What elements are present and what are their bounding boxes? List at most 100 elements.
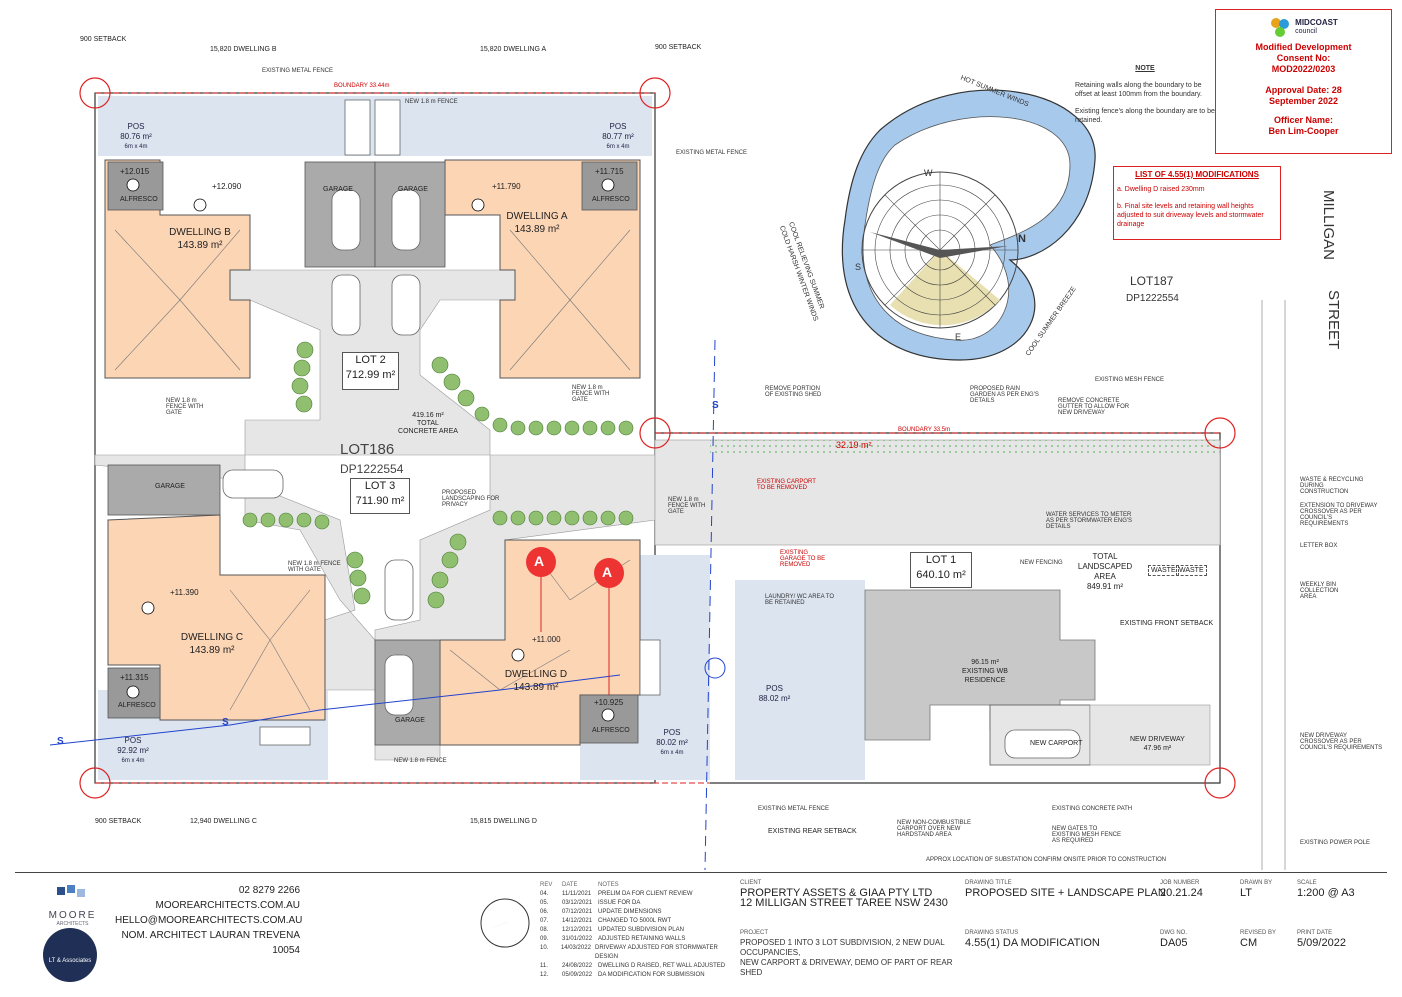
firm-sub: ARCHITECTS [56,921,89,927]
lot187-dp: DP1222554 [1126,293,1179,304]
level-a: +11.790 [492,182,521,191]
pos-c-area: 92.92 m² [117,746,149,755]
level-c-alfresco: +11.315 [120,673,149,682]
callout-remove-shed: REMOVE PORTION OF EXISTING SHED [765,386,822,398]
boundary-mid-label: BOUNDARY 33.5m [898,427,951,433]
firm-logo: MOORE ARCHITECTS [40,883,105,927]
callout-new-fence-2: NEW 1.8 m FENCE [394,758,447,764]
waste-bin-1: WASTE [1148,565,1179,576]
pos-lot1-title: POS [766,684,783,693]
wind-compass [841,89,1096,361]
drawing-status: 4.55(1) DA MODIFICATION [965,937,1100,949]
dim-top-b: 15,820 DWELLING B [210,46,277,53]
dwg-cell: DWG NO. DA05 [1160,928,1188,949]
revision-date: 07/12/2021 [562,909,593,915]
dwelling-b-label: DWELLING B 143.89 m² [160,226,240,252]
marker-a-2: A [602,564,613,580]
revision-row: 07. 14/12/2021 CHANGED TO 5000L RWT [540,917,735,926]
revision-no: 04. [540,891,549,897]
firm-web: MOOREARCHITECTS.COM.AU [155,900,300,911]
drawn-cell: DRAWN BY LT [1240,878,1272,899]
council-sub: council [1295,28,1317,35]
compass-e: E [955,332,962,342]
dwelling-a-area: 143.89 m² [514,224,560,235]
revision-date: 11/11/2021 [562,891,592,897]
associates-name: LT & Associates [48,958,92,964]
waste-bin-2: WASTE [1176,565,1207,576]
callout-remove-gutter: REMOVE CONCRETE GUTTER TO ALLOW FOR NEW … [1058,398,1130,416]
alfresco-d-label: ALFRESCO [592,727,630,734]
garage-d-label: GARAGE [395,717,425,724]
existing-residence-area: 96.15 m² [971,659,999,666]
street-type: STREET [1325,290,1342,350]
dwelling-d-label: DWELLING D 143.89 m² [496,668,576,694]
callout-proposed-landscaping: PROPOSED LANDSCAPING FOR PRIVACY [442,490,500,508]
callout-fence-gate-3: NEW 1.8 m FENCE WITH GATE [288,561,341,573]
date-cell: PRINT DATE 5/09/2022 [1297,928,1346,949]
revision-note: UPDATE DIMENSIONS [598,909,662,915]
revised-by: CM [1240,937,1258,949]
revision-date: 31/01/2022 [562,936,593,942]
status-key: DRAWING STATUS [965,930,1019,936]
callout-weekly-bin: WEEKLY BIN COLLECTION AREA [1300,582,1339,600]
dwg-key: DWG NO. [1160,930,1187,936]
job-number: 20.21.24 [1160,887,1203,899]
concrete-area-text: TOTAL CONCRETE AREA [398,420,458,435]
revision-no: 07. [540,918,549,924]
rain-garden [710,440,1220,456]
note-line-2: Existing fence's along the boundary are … [1075,108,1215,124]
dim-setback-right: 900 SETBACK [655,44,702,51]
level-d-alfresco: +10.925 [594,698,624,707]
dwg-number: DA05 [1160,937,1188,949]
dim-bottom-setback: 900 SETBACK [95,818,142,825]
lot3-area: 711.90 m² [355,495,405,507]
alfresco-c-label: ALFRESCO [118,702,156,709]
revision-note: DWELLING D RAISED, RET WALL ADJUSTED [598,963,726,969]
dwelling-b-name: DWELLING B [169,227,231,238]
scale-cell: SCALE 1:200 @ A3 [1297,878,1355,899]
dim-top-a: 15,820 DWELLING A [480,46,547,53]
level-b: +12.090 [212,182,242,191]
revision-note: DA MODIFICATION FOR SUBMISSION [598,972,705,978]
callout-extension-driveway: EXTENSION TO DRIVEWAY CROSSOVER AS PER C… [1300,503,1378,527]
dim-bottom-c: 12,940 DWELLING C [190,818,257,825]
compass-w: W [924,168,933,178]
sewer-line [49,674,621,746]
callout-existing-metal-fence-2: EXISTING METAL FENCE [676,150,748,156]
callout-existing-metal-fence: EXISTING METAL FENCE [262,68,334,74]
garage-c [107,464,221,516]
revision-date: 14/12/2021 [562,918,593,924]
pos-d-area: 80.02 m² [656,738,688,747]
callout-letter-box: LETTER BOX [1300,543,1338,549]
dwelling-d-area: 143.89 m² [513,682,559,693]
council-logo: MIDCOAST council [1216,16,1391,38]
alfresco-a-label: ALFRESCO [592,196,630,203]
pos-d-dim: 6m x 4m [660,750,684,756]
firm-email: HELLO@MOOREARCHITECTS.COM.AU [115,915,303,926]
revision-no: 12. [540,972,549,978]
callout-carport: NEW NON-COMBUSTIBLE CARPORT OVER NEW HAR… [897,820,972,838]
dwelling-a-name: DWELLING A [506,211,568,222]
dwelling-c-footprint [107,514,326,721]
garage-c-label: GARAGE [155,483,185,490]
revision-note: UPDATED SUBDIVISION PLAN [598,927,684,933]
hedge-planting [242,341,634,609]
revision-note: CHANGED TO 5000L RWT [598,918,672,924]
lot2-label: LOT 2 [355,354,386,366]
sewer-label-2: S [222,717,229,728]
landscaped-area-value: 849.91 m² [1086,582,1124,591]
concrete-area-value: 419.16 m² [412,412,444,419]
pos-b-area: 80.76 m² [120,132,152,141]
pos-b-title: POS [127,122,145,131]
revision-no: 09. [540,936,549,942]
stamp-line-2: Consent No: [1276,53,1331,63]
stamp-line-3: MOD2022/0203 [1271,64,1336,74]
level-a-alfresco: +11.715 [595,167,624,176]
